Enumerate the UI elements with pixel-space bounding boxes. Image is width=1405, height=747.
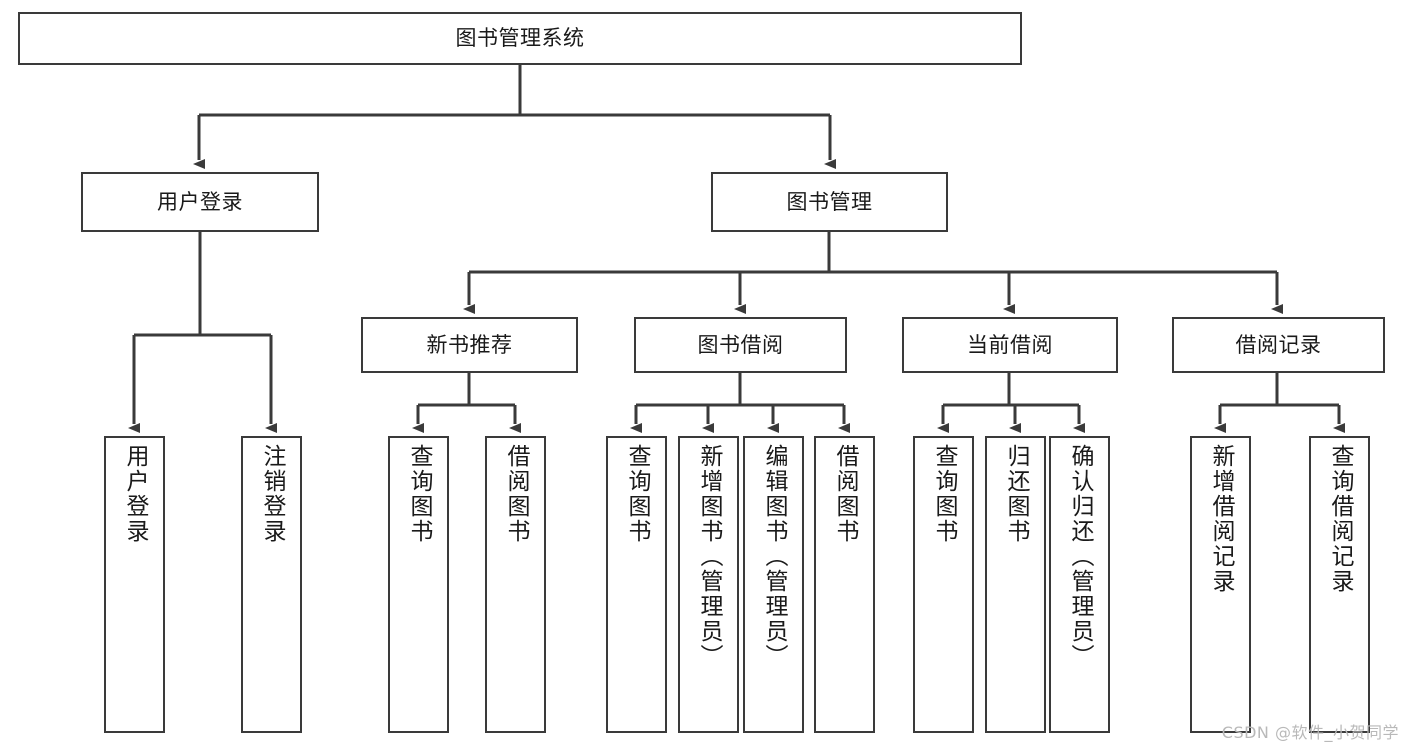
node-leaf-return-book-label: 归还图书 [1003, 444, 1029, 544]
node-leaf-user-logout[interactable]: 注销登录 [241, 436, 302, 733]
node-borrow-record-label: 借阅记录 [1235, 332, 1322, 357]
node-leaf-user-logout-label: 注销登录 [259, 444, 285, 544]
node-leaf-query-book-borrow[interactable]: 查询图书 [606, 436, 667, 733]
node-leaf-add-book-label: 新增图书（管理员） [696, 444, 722, 669]
watermark-text: CSDN @软件_小贺同学 [1221, 723, 1399, 742]
node-current-borrow[interactable]: 当前借阅 [902, 317, 1118, 373]
node-leaf-confirm-return[interactable]: 确认归还（管理员） [1049, 436, 1110, 733]
node-leaf-edit-book-label: 编辑图书（管理员） [761, 444, 787, 669]
node-root[interactable]: 图书管理系统 [18, 12, 1022, 65]
node-leaf-user-login-label: 用户登录 [122, 444, 148, 544]
node-leaf-add-book[interactable]: 新增图书（管理员） [678, 436, 739, 733]
node-new-book-recommend-label: 新书推荐 [426, 332, 513, 357]
node-leaf-add-record-label: 新增借阅记录 [1208, 444, 1234, 594]
node-current-borrow-label: 当前借阅 [967, 332, 1053, 357]
node-leaf-borrow-book-rec[interactable]: 借阅图书 [485, 436, 546, 733]
node-leaf-query-book-rec-label: 查询图书 [406, 444, 432, 544]
node-book-borrow[interactable]: 图书借阅 [634, 317, 847, 373]
node-leaf-query-book-cur-label: 查询图书 [931, 444, 957, 544]
node-leaf-query-record-label: 查询借阅记录 [1327, 444, 1353, 594]
node-leaf-confirm-return-label: 确认归还（管理员） [1067, 444, 1093, 669]
node-leaf-edit-book[interactable]: 编辑图书（管理员） [743, 436, 804, 733]
node-leaf-borrow-book-label: 借阅图书 [832, 444, 858, 544]
node-leaf-query-book-borrow-label: 查询图书 [624, 444, 650, 544]
node-leaf-add-record[interactable]: 新增借阅记录 [1190, 436, 1251, 733]
node-leaf-query-record[interactable]: 查询借阅记录 [1309, 436, 1370, 733]
node-user-login[interactable]: 用户登录 [81, 172, 319, 232]
node-book-manage-label: 图书管理 [786, 189, 873, 214]
node-new-book-recommend[interactable]: 新书推荐 [361, 317, 578, 373]
node-user-login-label: 用户登录 [157, 189, 243, 214]
node-borrow-record[interactable]: 借阅记录 [1172, 317, 1385, 373]
node-book-manage[interactable]: 图书管理 [711, 172, 948, 232]
node-book-borrow-label: 图书借阅 [697, 332, 784, 357]
node-leaf-borrow-book-rec-label: 借阅图书 [503, 444, 529, 544]
node-leaf-return-book[interactable]: 归还图书 [985, 436, 1046, 733]
node-leaf-query-book-cur[interactable]: 查询图书 [913, 436, 974, 733]
node-leaf-user-login[interactable]: 用户登录 [104, 436, 165, 733]
node-leaf-borrow-book[interactable]: 借阅图书 [814, 436, 875, 733]
node-root-label: 图书管理系统 [455, 26, 585, 51]
node-leaf-query-book-rec[interactable]: 查询图书 [388, 436, 449, 733]
